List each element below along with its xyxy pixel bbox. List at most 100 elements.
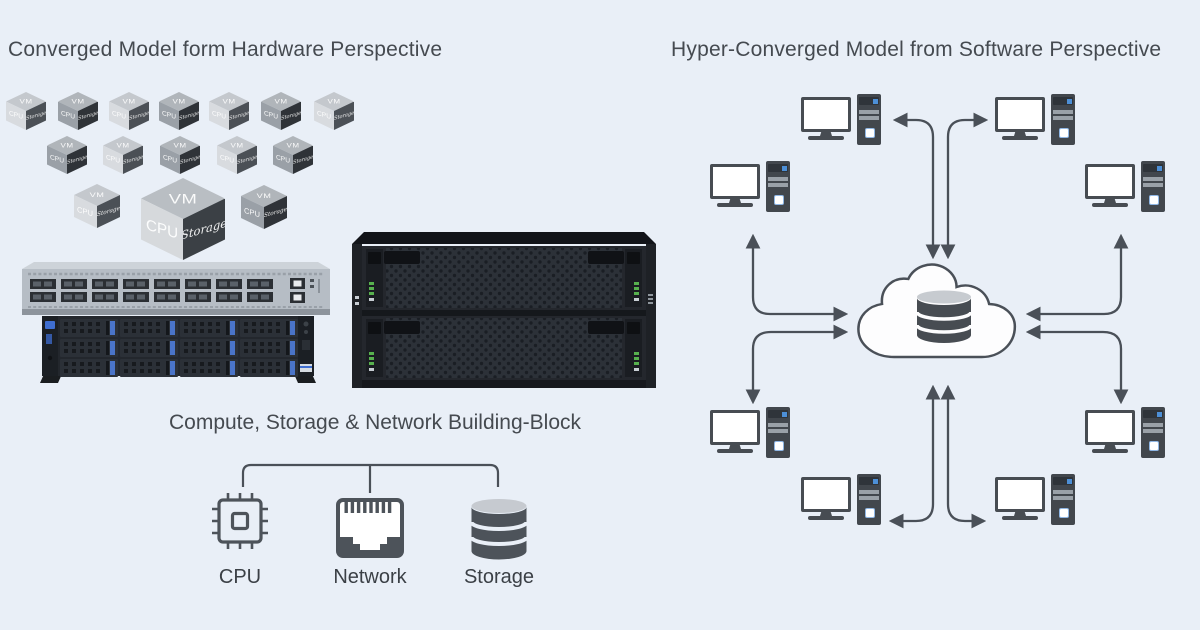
tower-led: [1067, 98, 1072, 104]
vm-cube: VM CPU Storage: [273, 136, 313, 174]
vm-cube: VM CPU Storage: [241, 185, 287, 229]
cube-face-right: Storage: [264, 196, 287, 229]
tower-vent: [768, 429, 788, 433]
tower-vent: [1143, 177, 1163, 181]
cube-face-left: CPU: [217, 145, 237, 174]
desktop-computer-icon: [995, 94, 1075, 147]
tower-drive-bay: [1143, 164, 1163, 172]
tower-led: [1157, 411, 1162, 417]
storage-array-image: [352, 232, 656, 388]
arrow-top-left: [892, 112, 941, 260]
monitor-stand: [820, 129, 832, 136]
monitor-base: [1092, 449, 1128, 453]
cube-face-left: CPU: [103, 145, 123, 174]
monitor-base: [717, 449, 753, 453]
vm-cube: VM CPU Storage: [141, 178, 225, 260]
arrow-left-lower: [745, 324, 849, 405]
tower-drive-bay: [768, 164, 788, 172]
cube-face-left: CPU: [314, 101, 334, 130]
monitor-stand: [1014, 129, 1026, 136]
tower-vent: [859, 496, 879, 500]
tower-icon: [857, 474, 881, 525]
cube-face-left: CPU: [159, 101, 179, 130]
tower-vent: [768, 177, 788, 181]
arrow-right-lower: [1025, 324, 1129, 405]
tower-led: [782, 165, 787, 171]
vm-cube: VM CPU Storage: [159, 92, 199, 130]
cloud-icon: [857, 263, 1017, 359]
monitor-base: [1002, 516, 1038, 520]
cube-face-right: Storage: [180, 145, 200, 174]
cube-face-left: CPU: [209, 101, 229, 130]
monitor-stand: [1014, 509, 1026, 516]
cube-face-right: Storage: [129, 101, 149, 130]
tower-drive-bay: [1143, 410, 1163, 418]
database-icon: [915, 290, 973, 343]
desktop-computer-icon: [1085, 407, 1165, 460]
cube-face-left: CPU: [160, 145, 180, 174]
server-right-ear: [298, 316, 314, 376]
tower-led: [873, 478, 878, 484]
monitor-base: [717, 203, 753, 207]
tower-power-button: [1149, 441, 1159, 451]
tower-icon: [857, 94, 881, 145]
monitor-base: [808, 516, 844, 520]
tower-power-button: [865, 508, 875, 518]
arrow-left-upper: [745, 233, 849, 322]
tower-vent: [1053, 490, 1073, 494]
cube-face-left: CPU: [74, 195, 97, 228]
arrow-top-right: [940, 112, 989, 260]
cube-face-left: CPU: [47, 145, 67, 174]
monitor-icon: [995, 477, 1045, 512]
tower-power-button: [1059, 128, 1069, 138]
tower-led: [782, 411, 787, 417]
cube-face-right: Storage: [281, 101, 301, 130]
network-switch-image: [22, 262, 330, 315]
vm-cube: VM CPU Storage: [47, 136, 87, 174]
building-block-diagram: [212, 463, 529, 560]
building-block-label-cpu: CPU: [218, 566, 262, 588]
desktop-computer-icon: [710, 407, 790, 460]
tower-icon: [1051, 474, 1075, 525]
tower-vent: [1053, 110, 1073, 114]
tower-drive-bay: [859, 477, 879, 485]
cube-face-left: CPU: [241, 196, 264, 229]
cube-face-right: Storage: [97, 195, 120, 228]
vm-cube: VM CPU Storage: [103, 136, 143, 174]
left-panel-caption: Compute, Storage & Network Building-Bloc…: [168, 411, 582, 434]
tower-led: [873, 98, 878, 104]
vm-cube: VM CPU Storage: [160, 136, 200, 174]
monitor-base: [1002, 136, 1038, 140]
cube-face-right: Storage: [237, 145, 257, 174]
monitor-base: [808, 136, 844, 140]
cube-face-right: Storage: [123, 145, 143, 174]
vm-cube: VM CPU Storage: [58, 92, 98, 130]
monitor-icon: [801, 97, 851, 132]
tower-vent: [859, 116, 879, 120]
right-panel-title: Hyper-Converged Model from Software Pers…: [671, 38, 1162, 61]
desktop-computer-icon: [710, 161, 790, 214]
tower-vent: [1143, 183, 1163, 187]
cube-face-right: Storage: [334, 101, 354, 130]
tower-vent: [1053, 496, 1073, 500]
tower-icon: [766, 161, 790, 212]
vm-cube: VM CPU Storage: [314, 92, 354, 130]
desktop-computer-icon: [1085, 161, 1165, 214]
tower-power-button: [774, 441, 784, 451]
tower-led: [1157, 165, 1162, 171]
desktop-computer-icon: [995, 474, 1075, 527]
monitor-stand: [729, 196, 741, 203]
monitor-stand: [1104, 442, 1116, 449]
tower-drive-bay: [1053, 477, 1073, 485]
cube-face-left: CPU: [58, 101, 78, 130]
tower-drive-bay: [1053, 97, 1073, 105]
cpu-chip-icon: [212, 493, 268, 549]
tower-drive-bay: [768, 410, 788, 418]
tower-icon: [766, 407, 790, 458]
cube-face-left: CPU: [273, 145, 293, 174]
desktop-computer-icon: [801, 474, 881, 527]
cube-face-left: CPU: [261, 101, 281, 130]
desktop-computer-icon: [801, 94, 881, 147]
tower-power-button: [865, 128, 875, 138]
